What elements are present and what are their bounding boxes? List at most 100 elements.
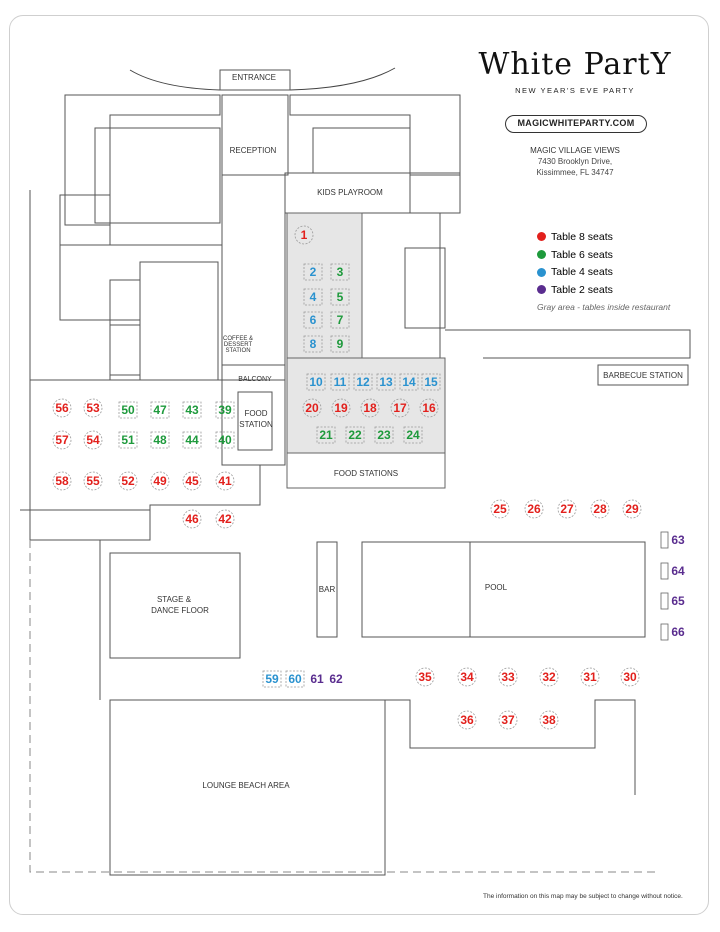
table-26[interactable]: 26: [524, 499, 544, 519]
table-6-seat-shape: [215, 431, 235, 449]
legend-item-4-seats: Table 4 seats: [537, 263, 613, 281]
table-8-seat-shape: [457, 667, 477, 687]
table-number: 36: [460, 713, 474, 727]
table-33[interactable]: 33: [498, 667, 518, 687]
table-4-seat-shape: [285, 670, 305, 688]
table-number: 55: [86, 474, 100, 488]
area-label-stage-line1: STAGE &: [157, 595, 192, 604]
footer-disclaimer: The information on this map may be subje…: [483, 893, 683, 900]
table-36[interactable]: 36: [457, 710, 477, 730]
table-15[interactable]: 15: [421, 373, 441, 391]
table-20[interactable]: 20: [302, 398, 322, 418]
table-30[interactable]: 30: [620, 667, 640, 687]
table-25[interactable]: 25: [490, 499, 510, 519]
table-27[interactable]: 27: [557, 499, 577, 519]
table-28[interactable]: 28: [590, 499, 610, 519]
table-24[interactable]: 24: [403, 426, 423, 444]
table-43[interactable]: 43: [182, 401, 202, 419]
table-14[interactable]: 14: [399, 373, 419, 391]
table-6-seat-shape: [215, 401, 235, 419]
table-34[interactable]: 34: [457, 667, 477, 687]
table-number: 14: [402, 375, 416, 389]
table-17[interactable]: 17: [390, 398, 410, 418]
table-38[interactable]: 38: [539, 710, 559, 730]
table-8[interactable]: 8: [303, 335, 323, 353]
table-8-seat-shape: [590, 499, 610, 519]
table-46[interactable]: 46: [182, 509, 202, 529]
table-55[interactable]: 55: [83, 471, 103, 491]
table-23[interactable]: 23: [374, 426, 394, 444]
area-label-food-stations: FOOD STATIONS: [334, 469, 398, 478]
table-32[interactable]: 32: [539, 667, 559, 687]
table-4[interactable]: 4: [303, 288, 323, 306]
table-49[interactable]: 49: [150, 471, 170, 491]
table-12[interactable]: 12: [353, 373, 373, 391]
table-64[interactable]: 64: [660, 562, 685, 580]
table-60[interactable]: 60: [285, 670, 305, 688]
table-number: 34: [460, 670, 474, 684]
table-8-seat-shape: [52, 398, 72, 418]
table-10[interactable]: 10: [306, 373, 326, 391]
table-21[interactable]: 21: [316, 426, 336, 444]
table-65[interactable]: 65: [660, 592, 685, 610]
table-39[interactable]: 39: [215, 401, 235, 419]
table-number: 41: [218, 474, 232, 488]
area-label-lounge: LOUNGE BEACH AREA: [202, 781, 290, 790]
table-52[interactable]: 52: [118, 471, 138, 491]
table-13[interactable]: 13: [376, 373, 396, 391]
table-5[interactable]: 5: [330, 288, 350, 306]
table-54[interactable]: 54: [83, 430, 103, 450]
table-number: 4: [310, 290, 317, 304]
table-number: 28: [593, 502, 607, 516]
table-7[interactable]: 7: [330, 311, 350, 329]
table-61[interactable]: 61: [310, 672, 324, 686]
table-8-seat-shape: [620, 667, 640, 687]
area-label-coffee-line2: DESSERT: [224, 342, 253, 348]
table-1[interactable]: 1: [294, 225, 314, 245]
table-42[interactable]: 42: [215, 509, 235, 529]
table-number: 61: [310, 672, 324, 686]
table-16[interactable]: 16: [419, 398, 439, 418]
table-18[interactable]: 18: [360, 398, 380, 418]
table-35[interactable]: 35: [415, 667, 435, 687]
table-51[interactable]: 51: [118, 431, 138, 449]
table-53[interactable]: 53: [83, 398, 103, 418]
table-63[interactable]: 63: [660, 531, 685, 549]
table-59[interactable]: 59: [262, 670, 282, 688]
table-number: 12: [356, 375, 370, 389]
table-number: 46: [185, 512, 199, 526]
table-31[interactable]: 31: [580, 667, 600, 687]
table-37[interactable]: 37: [498, 710, 518, 730]
area-label-barbecue-station: BARBECUE STATION: [603, 371, 683, 380]
table-6-seat-shape: [118, 431, 138, 449]
table-19[interactable]: 19: [331, 398, 351, 418]
table-40[interactable]: 40: [215, 431, 235, 449]
table-66[interactable]: 66: [660, 623, 685, 641]
table-number: 6: [310, 313, 317, 327]
table-58[interactable]: 58: [52, 471, 72, 491]
table-22[interactable]: 22: [345, 426, 365, 444]
table-57[interactable]: 57: [52, 430, 72, 450]
website-link[interactable]: MAGICWHITEPARTY.COM: [505, 115, 647, 133]
table-number: 48: [153, 433, 167, 447]
table-8-seat-shape: [182, 471, 202, 491]
table-56[interactable]: 56: [52, 398, 72, 418]
table-3[interactable]: 3: [330, 263, 350, 281]
table-45[interactable]: 45: [182, 471, 202, 491]
table-41[interactable]: 41: [215, 471, 235, 491]
table-9[interactable]: 9: [330, 335, 350, 353]
table-62[interactable]: 62: [329, 672, 343, 686]
table-6[interactable]: 6: [303, 311, 323, 329]
table-number: 58: [55, 474, 69, 488]
table-2[interactable]: 2: [303, 263, 323, 281]
table-8-seat-shape: [360, 398, 380, 418]
table-6-seat-shape: [330, 311, 350, 329]
table-50[interactable]: 50: [118, 401, 138, 419]
table-11[interactable]: 11: [330, 373, 350, 391]
table-44[interactable]: 44: [182, 431, 202, 449]
table-29[interactable]: 29: [622, 499, 642, 519]
table-number: 35: [418, 670, 432, 684]
table-47[interactable]: 47: [150, 401, 170, 419]
table-48[interactable]: 48: [150, 431, 170, 449]
table-8-seat-shape: [415, 667, 435, 687]
